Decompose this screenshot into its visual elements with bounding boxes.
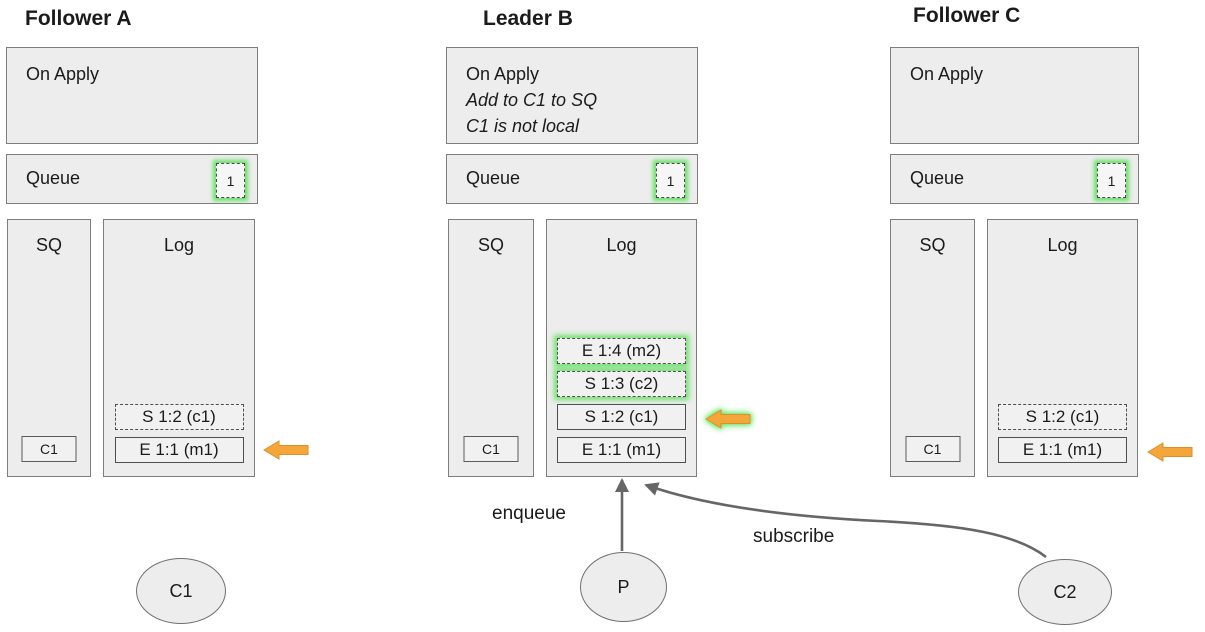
queue-label: Queue [26,168,81,188]
sq-item-chip: C1 [463,436,519,462]
log-box: Log E 1:4 (m2) S 1:3 (c2) S 1:2 (c1) E 1:1 … [546,219,697,477]
log-entry: E 1:4 (m2) [557,338,686,364]
log-entry: S 1:2 (c1) [114,404,244,430]
node-title: Follower A [25,7,132,30]
log-label: Log [606,235,637,255]
subscribe-label: subscribe [753,526,835,547]
on-apply-label: On Apply [26,64,100,84]
apply-pointer-arrow-icon [263,440,309,460]
on-apply-label: On Apply [466,64,540,84]
log-entry: E 1:1 (m1) [998,437,1127,463]
sq-item-chip: C1 [905,436,960,462]
queue-count-badge: 1 [656,163,685,198]
log-box: Log S 1:2 (c1) E 1:1 (m1) [987,219,1138,477]
apply-pointer-arrow-icon [1147,442,1193,462]
actor-label: C1 [169,580,193,601]
apply-pointer-arrow-icon [705,409,751,429]
queue-box: Queue 1 [446,154,698,204]
actor-label: P [617,576,630,597]
actor-c2: C2 [1018,559,1112,625]
queue-count-badge: 1 [216,163,245,198]
node-title: Follower C [913,4,1021,27]
on-apply-box: On Apply [890,47,1139,144]
enqueue-label: enqueue [492,503,566,524]
sq-item-chip: C1 [21,436,77,462]
on-apply-label: On Apply [910,64,984,84]
node-follower-a: Follower A On Apply Queue 1 SQ C1 Log S … [6,0,309,632]
log-entry: S 1:2 (c1) [557,404,686,430]
node-leader-b: Leader B On Apply Add to C1 to SQ C1 is … [446,0,751,632]
on-apply-box: On Apply [6,47,258,144]
sq-label: SQ [35,235,62,255]
sq-box: SQ C1 [7,219,91,477]
queue-box: Queue 1 [890,154,1139,204]
queue-label: Queue [910,168,965,188]
log-entries: E 1:4 (m2) S 1:3 (c2) S 1:2 (c1) E 1:1 (m1) [547,338,696,463]
on-apply-note: Add to C1 to SQ [466,90,598,110]
log-entry: E 1:1 (m1) [557,437,686,463]
node-title: Leader B [483,7,573,30]
sq-box: SQ C1 [890,219,975,477]
log-entry: S 1:3 (c2) [557,371,686,397]
actor-p: P [580,552,667,622]
queue-label: Queue [466,168,521,188]
queue-box: Queue 1 [6,154,258,204]
log-entry: E 1:1 (m1) [114,437,244,463]
log-entry: S 1:2 (c1) [998,404,1127,430]
log-box: Log S 1:2 (c1) E 1:1 (m1) [103,219,255,477]
node-follower-c: Follower C On Apply Queue 1 SQ C1 Log S … [890,0,1193,632]
actor-c1: C1 [136,558,226,624]
actor-label: C2 [1053,581,1077,602]
log-entries: S 1:2 (c1) E 1:1 (m1) [104,404,254,463]
sq-label: SQ [477,235,504,255]
on-apply-box: On Apply Add to C1 to SQ C1 is not local [446,47,698,144]
queue-count-badge: 1 [1097,163,1126,198]
sq-label: SQ [919,235,946,255]
sq-box: SQ C1 [448,219,534,477]
log-label: Log [1047,235,1078,255]
on-apply-note: C1 is not local [466,116,580,136]
log-label: Log [163,235,195,255]
log-entries: S 1:2 (c1) E 1:1 (m1) [988,404,1137,463]
